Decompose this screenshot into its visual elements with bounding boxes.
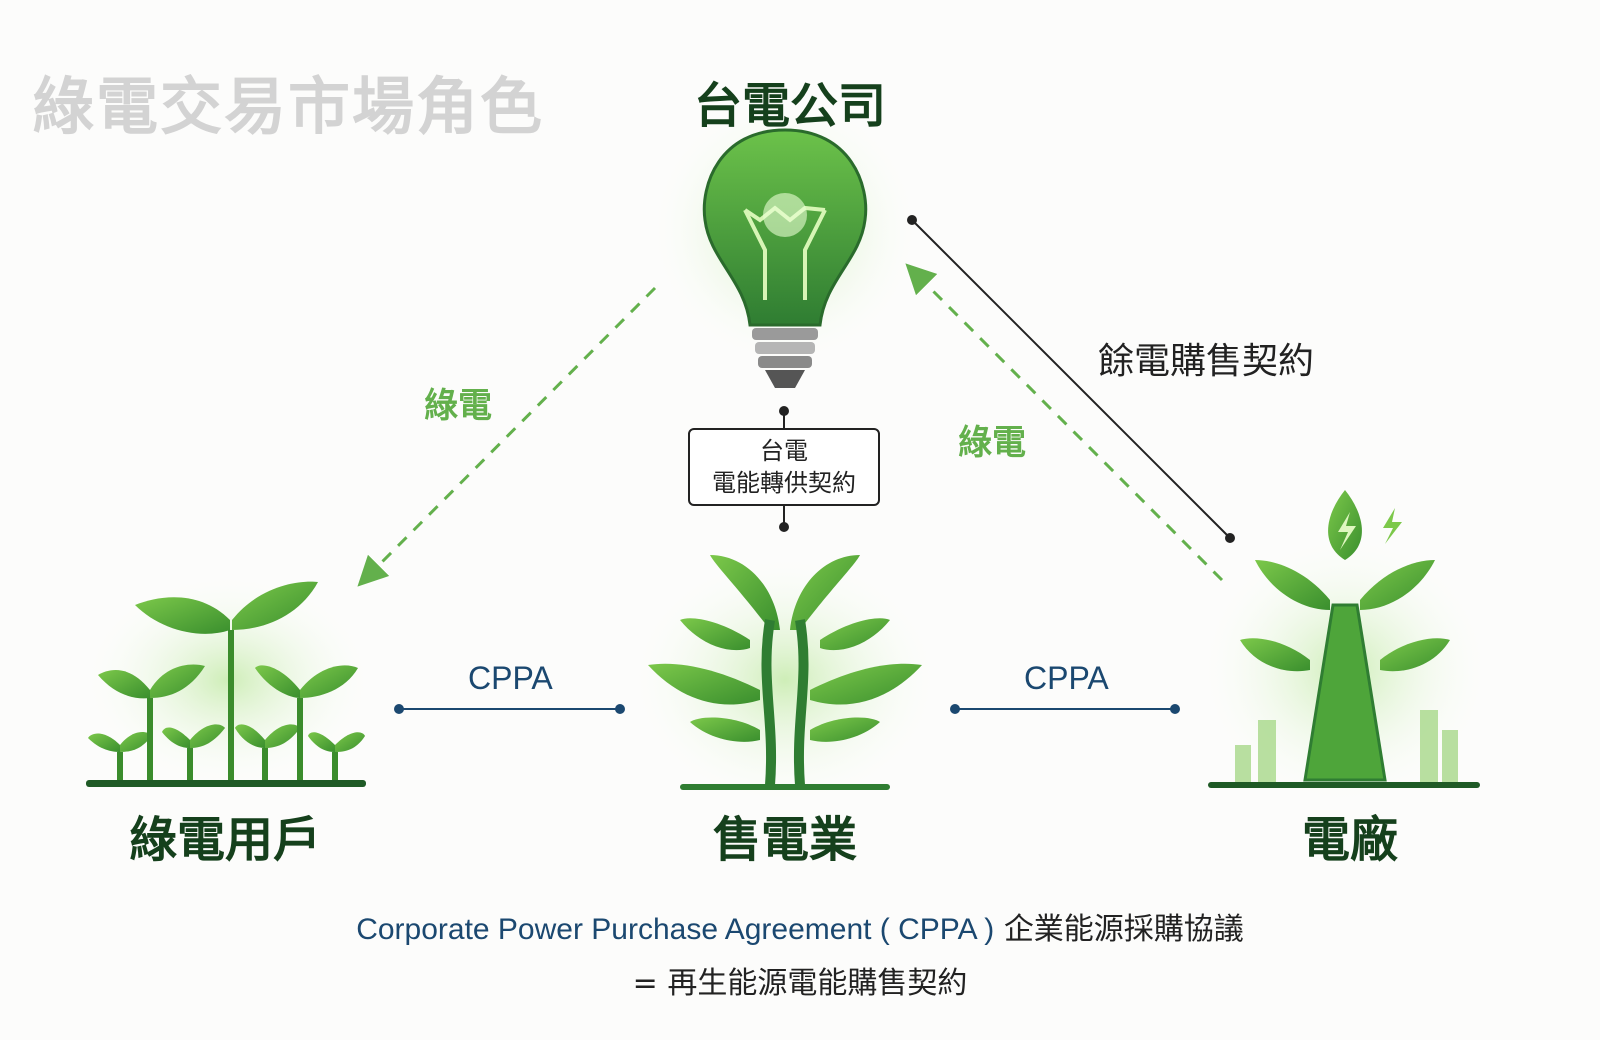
transfer-contract-connector <box>779 406 789 532</box>
role-label-power-plant: 電廠 <box>1301 812 1398 868</box>
cppa-connector-right <box>950 704 1180 714</box>
transfer-contract-line1: 台電 <box>760 437 808 465</box>
role-label-taipower: 台電公司 <box>693 78 886 134</box>
cppa-label-right: CPPA <box>1024 660 1109 696</box>
footer-chinese-term: 企業能源採購協議 <box>1003 912 1244 947</box>
surplus-contract-connector <box>907 215 1235 543</box>
plant-icon <box>625 550 945 810</box>
sprouts-icon <box>78 570 378 790</box>
footer-equivalence: = 再生能源電能購售契約 <box>632 966 968 1001</box>
role-label-retailer: 售電業 <box>712 812 857 868</box>
green-power-flow-left-arrow <box>357 286 657 587</box>
lightbulb-icon <box>645 90 925 388</box>
green-power-label-left: 綠電 <box>424 386 492 426</box>
cppa-label-left: CPPA <box>468 660 553 696</box>
transfer-contract-box: 台電 電能轉供契約 <box>688 428 880 506</box>
cppa-connector-left <box>394 704 625 714</box>
surplus-contract-label: 餘電購售契約 <box>1098 341 1315 382</box>
page-title: 綠電交易市場角色 <box>32 70 545 143</box>
transfer-contract-line2: 電能轉供契約 <box>712 469 856 497</box>
green-power-label-right: 綠電 <box>958 423 1026 463</box>
footer-definition: Corporate Power Purchase Agreement ( CPP… <box>0 904 1600 948</box>
green-power-flow-right-arrow <box>905 263 1224 582</box>
role-label-green-user: 綠電用戶 <box>128 812 321 868</box>
footer-english-term: Corporate Power Purchase Agreement ( CPP… <box>356 913 995 946</box>
power-plant-icon <box>1195 490 1495 810</box>
